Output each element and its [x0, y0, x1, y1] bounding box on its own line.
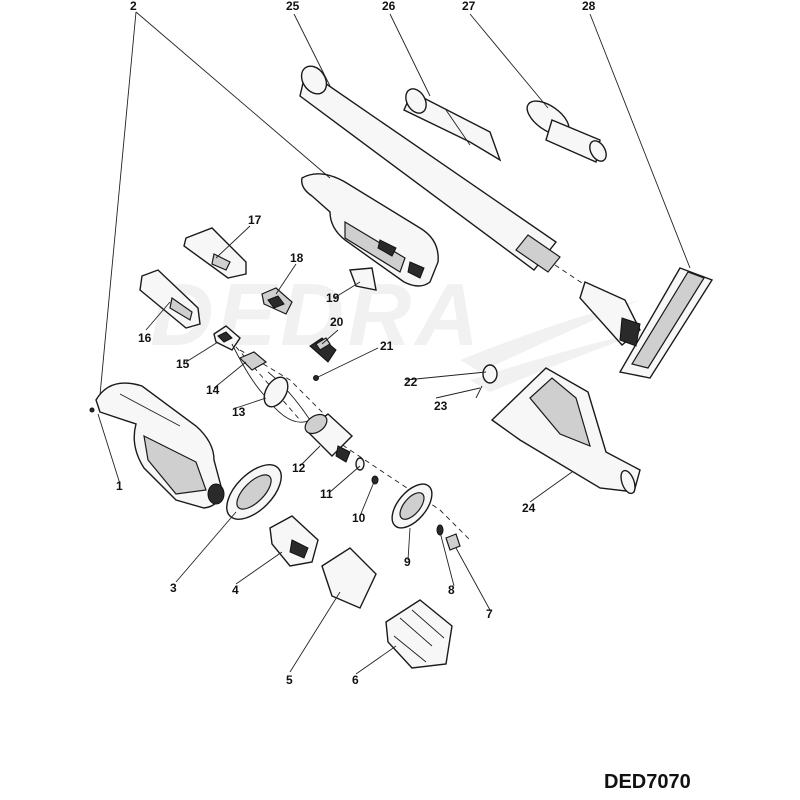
- callout-18: 18: [290, 251, 304, 265]
- callout-labels: 2 25 26 27 28 17 18 19 16 20 21 15 22 14…: [116, 0, 596, 687]
- part-25-extension-tube: [299, 65, 561, 273]
- callout-28: 28: [582, 0, 596, 13]
- callout-24: 24: [522, 501, 536, 515]
- part-9-fan: [391, 483, 433, 529]
- callout-23: 23: [434, 399, 448, 413]
- model-number: DED7070: [604, 771, 691, 793]
- part-2-upper-housing: [301, 173, 439, 287]
- callout-8: 8: [448, 583, 455, 597]
- callout-20: 20: [330, 315, 344, 329]
- part-24-wide-nozzle: [490, 367, 641, 495]
- part-23-spring: [475, 385, 483, 399]
- part-4-filter-holder: [269, 515, 319, 567]
- part-26-crevice-nozzle: [403, 88, 502, 162]
- part-8-washer: [436, 524, 444, 536]
- part-1-main-body: [89, 382, 225, 509]
- part-28-floor-head: [579, 267, 714, 379]
- callout-4: 4: [232, 583, 239, 597]
- callout-22: 22: [404, 375, 418, 389]
- part-6-filter-cage: [385, 599, 453, 669]
- callout-19: 19: [326, 291, 340, 305]
- part-3-filter-frame: [226, 464, 282, 520]
- callout-5: 5: [286, 673, 293, 687]
- callout-16: 16: [138, 331, 152, 345]
- callout-7: 7: [486, 607, 493, 621]
- part-14-charging-socket: [238, 351, 268, 371]
- part-22-button: [482, 364, 498, 384]
- callout-6: 6: [352, 673, 359, 687]
- callout-15: 15: [176, 357, 190, 371]
- part-5-filter: [321, 547, 377, 609]
- callout-12: 12: [292, 461, 306, 475]
- callout-26: 26: [382, 0, 396, 13]
- callout-21: 21: [380, 339, 394, 353]
- part-13-wiring: [231, 343, 311, 423]
- part-12-motor: [304, 413, 354, 463]
- part-20-battery: [309, 337, 337, 363]
- callout-2: 2: [130, 0, 137, 13]
- part-18-switch: [261, 287, 293, 315]
- callout-11: 11: [320, 487, 333, 501]
- part-10-washer: [371, 475, 379, 485]
- part-7-nut: [445, 533, 461, 551]
- callout-17: 17: [248, 213, 262, 227]
- callout-27: 27: [462, 0, 476, 13]
- callout-3: 3: [170, 581, 177, 595]
- callout-25: 25: [286, 0, 300, 13]
- callout-10: 10: [352, 511, 366, 525]
- callout-1: 1: [116, 479, 123, 493]
- callout-14: 14: [206, 383, 220, 397]
- callout-9: 9: [404, 555, 411, 569]
- leader-lines: [97, 11, 691, 675]
- part-15-circuit-board: [213, 325, 241, 351]
- part-27-brush-adaptor: [526, 100, 607, 163]
- callout-13: 13: [232, 405, 246, 419]
- part-11-washer: [355, 457, 365, 471]
- part-16-battery-lid: [139, 269, 201, 329]
